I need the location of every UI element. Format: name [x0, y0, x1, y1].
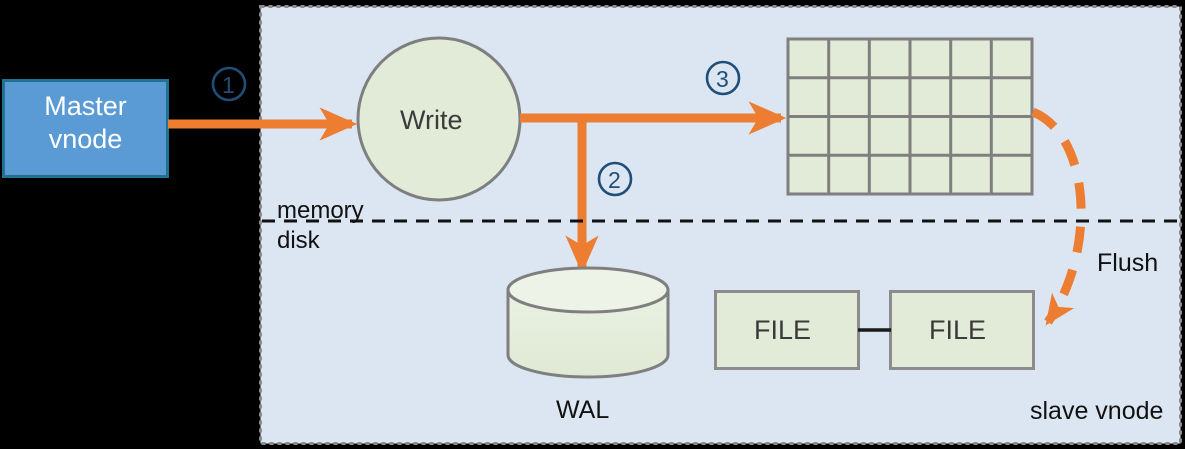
step-1-number: 1 — [222, 72, 235, 98]
file-label-2: FILE — [929, 315, 987, 345]
flush-arrow — [1031, 107, 1086, 326]
step-1-circle — [211, 66, 247, 102]
step-3-circle — [705, 60, 741, 96]
step-2-number: 2 — [608, 167, 621, 193]
step-3-number: 3 — [716, 66, 729, 92]
flush-label: Flush — [1097, 249, 1159, 277]
master-vnode-box — [2, 79, 169, 178]
disk-label: disk — [277, 227, 320, 254]
master-vnode-line2: vnode — [48, 124, 123, 154]
memory-label: memory — [277, 197, 364, 224]
step-circles — [211, 60, 741, 197]
file-boxes — [714, 290, 1035, 370]
memtable-grid — [786, 37, 1034, 196]
file-label-1: FILE — [754, 315, 812, 345]
write-node-label: Write — [400, 105, 463, 135]
step-2-circle — [597, 161, 633, 197]
master-vnode-label: Master vnode — [3, 90, 168, 156]
wal-label: WAL — [556, 396, 610, 424]
slave-vnode-label: slave vnode — [1030, 397, 1164, 425]
master-vnode-line1: Master — [44, 91, 127, 121]
wal-cylinder — [506, 266, 670, 379]
